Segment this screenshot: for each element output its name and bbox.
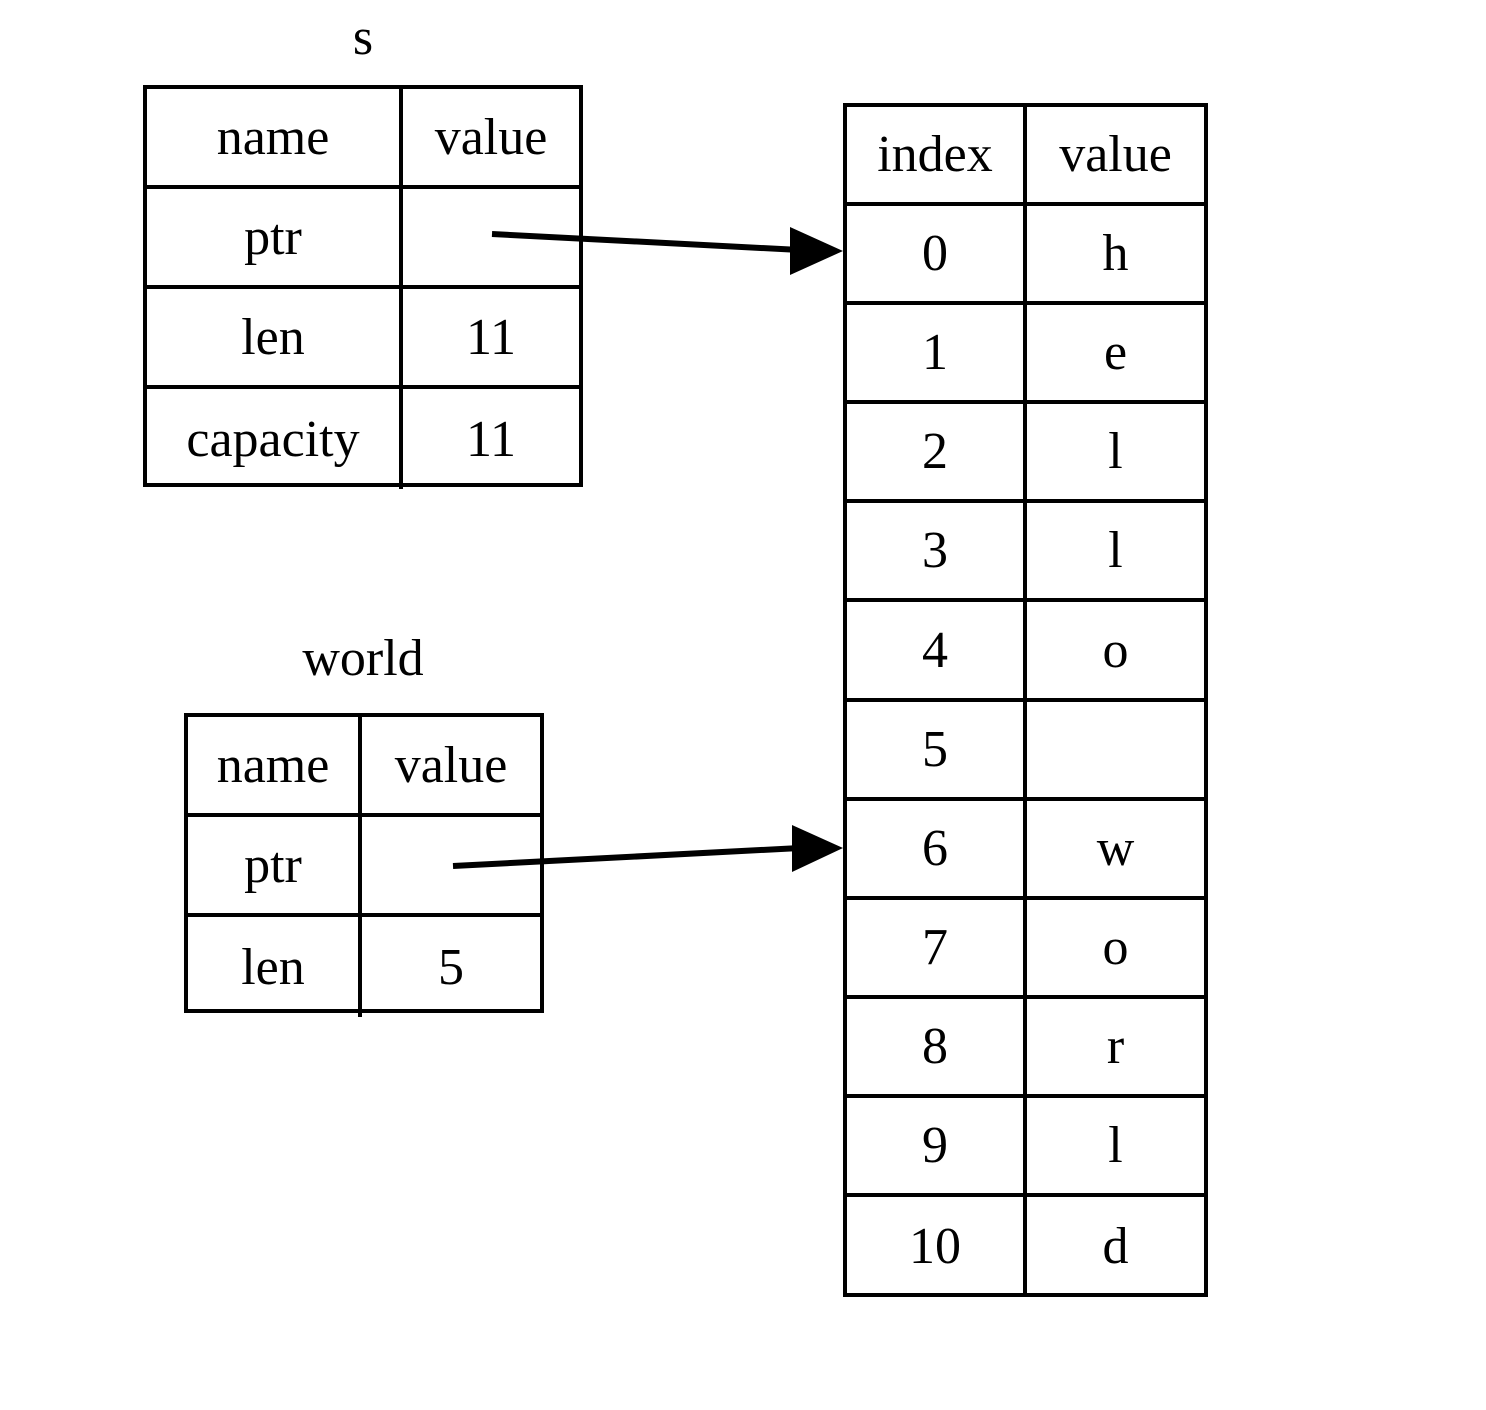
buffer-value-1: e: [1103, 324, 1128, 382]
table-row: len 5: [188, 917, 540, 1017]
column-header-index: index: [847, 107, 1027, 203]
table-row: 8 r: [847, 998, 1204, 1098]
table-row: 5: [847, 701, 1204, 801]
table-row: 0 h: [847, 206, 1204, 306]
column-header-value: value: [394, 736, 508, 794]
table-row: 7 o: [847, 899, 1204, 999]
column-header-value: value: [1059, 126, 1172, 184]
table-row: ptr: [147, 189, 579, 289]
table-row: capacity 11: [147, 389, 579, 489]
table-row: 9 l: [847, 1097, 1204, 1198]
s-table-title: s: [352, 9, 374, 66]
buffer-index-value-table: index value 0 h 1 e 2 l 3 l 4 o 5 6 w: [843, 103, 1208, 1297]
table-row: 2 l: [847, 404, 1204, 504]
column-header-name: name: [147, 89, 403, 185]
buffer-value-6: w: [1096, 819, 1135, 877]
table-row: 4 o: [847, 602, 1204, 702]
buffer-index-2: 2: [847, 404, 1027, 500]
table-row: 6 w: [847, 800, 1204, 900]
buffer-value-8: r: [1106, 1017, 1125, 1075]
buffer-index-0: 0: [847, 206, 1027, 302]
buffer-value-5: [1027, 702, 1204, 797]
buffer-value-0: h: [1102, 225, 1129, 283]
buffer-index-5: 5: [847, 701, 1027, 797]
table-row: len 11: [147, 289, 579, 389]
world-table-title: world: [302, 630, 424, 687]
buffer-index-4: 4: [847, 602, 1027, 698]
buffer-index-6: 6: [847, 800, 1027, 896]
buffer-index-3: 3: [847, 503, 1027, 599]
buffer-value-3: l: [1108, 522, 1123, 580]
table-row: 10 d: [847, 1197, 1204, 1297]
column-header-name: name: [188, 717, 362, 813]
buffer-value-7: o: [1102, 918, 1129, 976]
field-name-capacity: capacity: [147, 389, 403, 489]
buffer-index-8: 8: [847, 998, 1027, 1094]
table-row: ptr: [188, 817, 540, 917]
buffer-value-10: d: [1102, 1218, 1129, 1276]
field-name-len: len: [147, 289, 403, 385]
buffer-value-2: l: [1108, 423, 1123, 481]
world-struct-table: name value ptr len 5: [184, 713, 544, 1017]
field-name-ptr: ptr: [147, 189, 403, 285]
field-name-len: len: [188, 917, 362, 1017]
table-header-row: name value: [147, 89, 579, 189]
field-value-capacity: 11: [465, 410, 517, 468]
column-header-value: value: [434, 108, 548, 166]
buffer-index-9: 9: [847, 1097, 1027, 1194]
buffer-value-9: l: [1108, 1116, 1123, 1174]
table-header-row: index value: [847, 107, 1204, 207]
buffer-index-1: 1: [847, 305, 1027, 401]
buffer-index-7: 7: [847, 899, 1027, 995]
table-header-row: name value: [188, 717, 540, 817]
buffer-index-10: 10: [847, 1197, 1027, 1297]
table-row: 3 l: [847, 503, 1204, 603]
field-value-ptr: [362, 817, 540, 913]
field-value-ptr: [403, 189, 579, 285]
field-value-len: 11: [465, 308, 517, 366]
field-value-len: 5: [438, 938, 464, 996]
table-row: 1 e: [847, 305, 1204, 405]
s-struct-table: name value ptr len 11 capacity 11: [143, 85, 583, 489]
buffer-value-4: o: [1102, 621, 1129, 679]
field-name-ptr: ptr: [188, 817, 362, 913]
